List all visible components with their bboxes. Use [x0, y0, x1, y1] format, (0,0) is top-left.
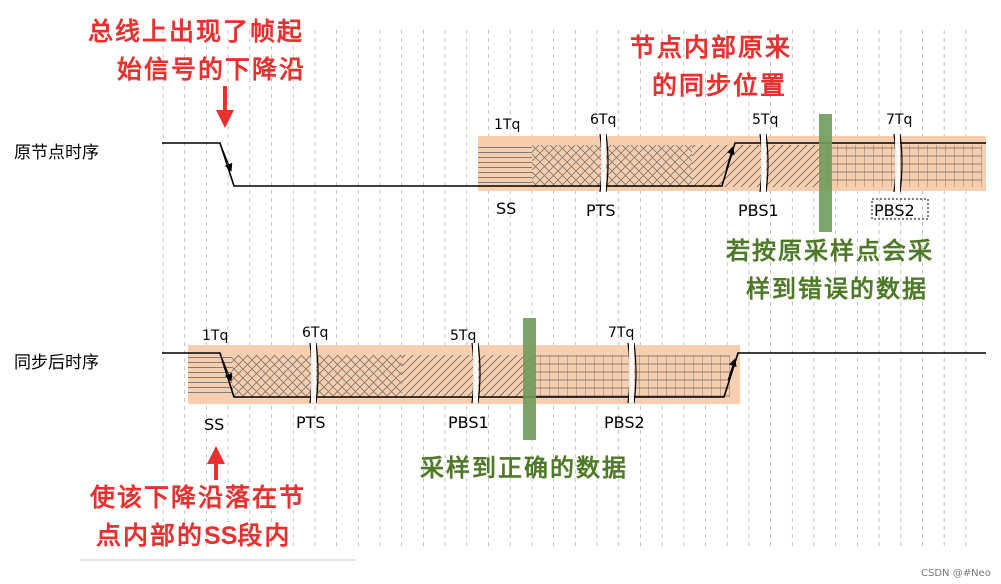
sync-pbs1-fill: [402, 355, 530, 397]
orig-seg-pbs1: PBS1: [738, 201, 779, 220]
annotation-bus-start-1: 总线上出现了帧起: [88, 17, 304, 46]
orig-tq-2: 6Tq: [590, 112, 616, 128]
orig-ss-fill: [478, 145, 532, 187]
orig-tq-4: 7Tq: [886, 112, 912, 128]
orig-pts-fill: [532, 145, 692, 187]
annotation-move-2-post: 段内: [237, 521, 291, 550]
sync-sample-point-bar: [523, 318, 536, 440]
sync-seg-ss: SS: [204, 415, 224, 434]
annotation-wrong-2: 样到错误的数据: [746, 275, 928, 303]
sync-tq-2: 6Tq: [302, 325, 328, 341]
orig-break-6tq: [599, 133, 609, 193]
sync-tq-4: 7Tq: [608, 325, 634, 341]
sync-seg-pbs1: PBS1: [448, 413, 489, 432]
sync-break-7tq: [627, 342, 637, 404]
sync-seg-pbs2: PBS2: [604, 413, 645, 432]
annotation-move-2-bold: SS: [204, 522, 237, 550]
sync-break-6tq: [309, 342, 319, 404]
orig-seg-pts: PTS: [586, 201, 616, 220]
orig-edge-arrow: [221, 147, 233, 172]
orig-signal: [162, 142, 986, 187]
orig-break-7tq: [893, 133, 903, 193]
sync-break-5tq: [471, 342, 481, 404]
sync-tq-3: 5Tq: [450, 328, 476, 344]
annotation-orig-pos-1: 节点内部原来: [630, 33, 792, 62]
sync-seg-pts: PTS: [296, 413, 326, 432]
annotation-wrong-1: 若按原采样点会采: [725, 237, 934, 265]
annotation-bus-start-2: 始信号的下降沿: [117, 55, 306, 84]
orig-break-5tq: [759, 133, 769, 193]
orig-tq-1: 1Tq: [494, 117, 520, 133]
time-grid: [162, 30, 967, 548]
orig-rise-arrow: [725, 146, 735, 171]
row-label-synced: 同步后时序: [14, 353, 99, 373]
synced-timing-row: [162, 318, 986, 440]
original-timing-row: [162, 114, 986, 232]
orig-seg-pbs2: PBS2: [874, 201, 915, 220]
orig-seg-ss: SS: [496, 199, 516, 218]
orig-sample-point-bar: [819, 114, 832, 232]
red-arrow-down: [216, 86, 234, 128]
annotation-move-2: 点内部的SS段内: [96, 521, 291, 550]
sync-edge-arrow: [221, 357, 233, 382]
annotation-orig-pos-2: 的同步位置: [652, 71, 787, 100]
orig-pbs2-box: [871, 198, 929, 220]
watermark: CSDN @#Neo: [921, 568, 991, 579]
orig-pbs1-fill: [692, 145, 822, 187]
orig-tq-3: 5Tq: [752, 112, 778, 128]
red-arrow-up: [207, 446, 225, 480]
sync-ss-fill: [188, 355, 232, 397]
sync-rise-arrow: [727, 358, 737, 381]
annotation-move-1: 使该下降沿落在节: [89, 483, 306, 512]
annotation-correct: 采样到正确的数据: [420, 454, 628, 482]
row-label-original: 原节点时序: [14, 143, 99, 163]
annotation-move-2-pre: 点内部的: [96, 521, 204, 550]
sync-tq-1: 1Tq: [202, 328, 228, 344]
